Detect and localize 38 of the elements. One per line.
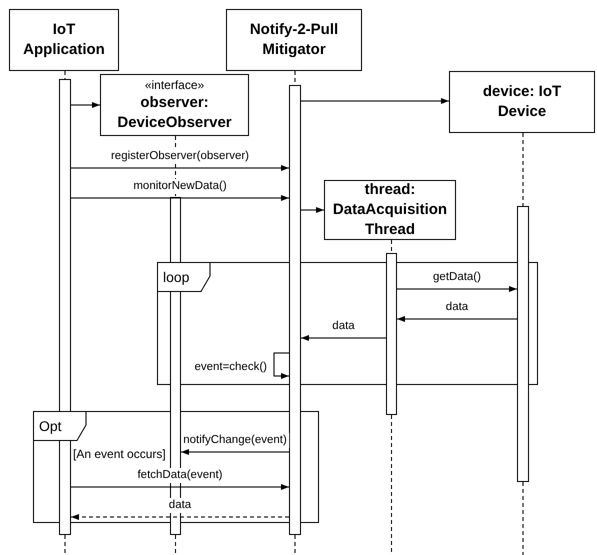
guard-condition: [An event occurs]: [73, 446, 166, 462]
lifeline-name: thread: DataAcquisition Thread: [332, 180, 448, 240]
activation-bar: [517, 206, 529, 482]
message-arrow: [70, 484, 290, 490]
message-label: monitorNewData(): [131, 179, 229, 194]
stereotype-label: «interface»: [144, 77, 204, 93]
lifeline: [522, 132, 524, 206]
message-label: notifyChange(event): [181, 433, 289, 448]
lifeline-name: observer: DeviceObserver: [116, 93, 233, 133]
lifeline: [64, 70, 66, 80]
message-arrow: [180, 449, 290, 455]
message-label: fetchData(event): [136, 468, 224, 483]
lifeline-name: Notify-2-Pull Mitigator: [248, 20, 340, 60]
message-arrow: [274, 352, 290, 379]
message-arrow: [300, 207, 324, 213]
message-arrow: [70, 514, 290, 520]
fragment-operator: Opt: [39, 417, 62, 435]
message-arrow: [396, 286, 518, 292]
message-arrow: [300, 98, 450, 104]
message-label: registerObserver(observer): [108, 149, 252, 164]
lifeline-name: IoT Application: [22, 20, 106, 60]
message-arrow: [70, 195, 290, 201]
message-arrow: [396, 316, 518, 322]
lifeline-head-box: [449, 71, 595, 133]
lifeline-head-box: [9, 9, 119, 71]
message-arrow: [300, 335, 386, 341]
activation-bar: [289, 85, 301, 535]
lifeline: [391, 240, 392, 254]
message-label: event=check(): [192, 360, 269, 375]
message-arrow: [70, 102, 100, 108]
message-arrow: [70, 165, 290, 171]
lifeline-name: device: IoT Device: [482, 82, 562, 122]
activation-bar: [386, 253, 397, 415]
message-label: getData(): [431, 270, 483, 285]
lifeline-head-box: [100, 74, 249, 136]
message-label: data: [166, 498, 194, 513]
fragment-operator: loop: [163, 268, 190, 286]
lifeline-head-box: [226, 9, 362, 71]
